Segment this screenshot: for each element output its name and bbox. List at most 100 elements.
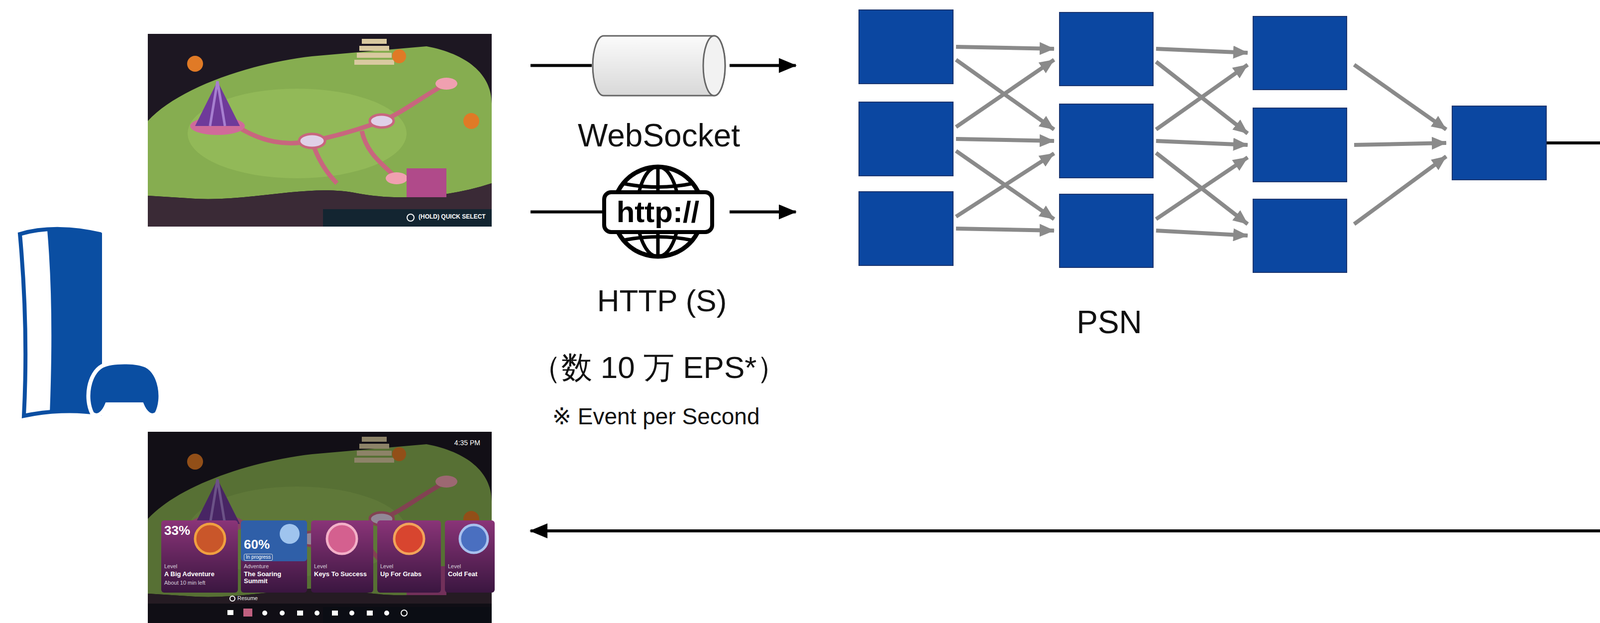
network-units <box>858 9 954 84</box>
url-text: http:// <box>616 197 700 227</box>
throughput-note: （数 10 万 EPS*） <box>530 349 788 385</box>
card-art <box>394 523 425 554</box>
cylinder-end <box>703 35 726 96</box>
network-units <box>1452 106 1547 180</box>
console-icon <box>19 228 161 416</box>
game-screenshot-menu <box>147 431 492 623</box>
controller-icon <box>88 362 161 416</box>
menu-icons <box>384 610 390 616</box>
menu-icons <box>227 609 234 615</box>
card-art <box>240 520 308 561</box>
activity-card <box>377 520 441 593</box>
activity-card <box>240 520 308 593</box>
flow-arrow <box>729 64 796 68</box>
network-units <box>858 191 954 266</box>
level-pad <box>385 172 408 185</box>
menu-icons <box>366 610 373 616</box>
menu-icons <box>227 608 408 617</box>
footnote: ※ Event per Second <box>551 403 760 430</box>
hint-strip <box>322 209 492 227</box>
network-units <box>858 9 1547 273</box>
flow-arrow <box>530 142 1600 531</box>
protocol-label: WebSocket <box>577 117 741 155</box>
menu-bar <box>147 603 492 623</box>
network-links <box>956 59 1055 127</box>
card-title: A Big Adventure <box>164 570 236 578</box>
level-pad <box>435 77 458 90</box>
tent <box>195 81 240 126</box>
network-links <box>1156 157 1248 219</box>
websocket-queue: WebSocket <box>591 33 727 98</box>
card-title: Up For Grabs <box>380 570 439 578</box>
network-links <box>1354 142 1447 145</box>
network-links <box>1354 64 1447 130</box>
card-category: Level <box>314 562 327 570</box>
card-art <box>326 523 357 554</box>
card-art <box>459 524 488 553</box>
screenshot-panel: (HOLD) QUICK SELECT <box>147 33 492 227</box>
tent-stripe <box>210 81 225 126</box>
activity-card <box>311 520 374 593</box>
activity-card <box>444 520 495 593</box>
game-scene <box>147 431 492 623</box>
menu-icons <box>243 608 253 617</box>
console-icon <box>0 218 170 424</box>
scene-ground <box>147 33 492 227</box>
button-icon <box>407 213 415 221</box>
card-art <box>279 523 300 544</box>
http-globe: http://HTTP (S) <box>602 163 715 261</box>
network-links <box>956 138 1055 141</box>
network-illustration <box>858 9 1547 273</box>
network-units <box>1253 16 1347 90</box>
protocol-label: HTTP (S) <box>597 282 728 319</box>
network-links <box>1156 230 1248 236</box>
network-units <box>1059 104 1154 178</box>
queue-cylinder <box>591 33 727 98</box>
grass-platform <box>147 46 492 200</box>
network-links <box>1156 48 1248 53</box>
card-title: The Soaring Summit <box>243 570 306 585</box>
status-tag: In progress <box>243 553 273 561</box>
menu-icons <box>314 610 320 616</box>
menu-icons <box>297 610 304 616</box>
psn-network: PSN <box>858 9 1547 273</box>
menu-icons <box>279 610 285 616</box>
stairs <box>354 38 395 65</box>
level-path <box>232 83 447 143</box>
stairs <box>361 38 387 44</box>
button-hint: (HOLD) QUICK SELECT <box>418 213 486 221</box>
screenshot-panel: 4:35 PM33%LevelA Big AdventureAbout 10 m… <box>147 431 492 623</box>
clock-text: 4:35 PM <box>454 438 481 447</box>
network-units <box>1059 12 1154 86</box>
stairs <box>359 45 390 51</box>
menu-icons <box>331 610 338 616</box>
card-title: Keys To Success <box>314 570 372 578</box>
activity-card <box>161 520 238 593</box>
network-units <box>1253 107 1347 182</box>
network-links <box>1156 140 1248 145</box>
stairs <box>356 52 392 58</box>
game-screenshot <box>147 33 492 227</box>
flow-arrow <box>530 210 603 214</box>
cylinder-body <box>592 35 726 96</box>
menu-icons <box>262 610 268 616</box>
flow-arrow <box>530 64 592 68</box>
network-units <box>858 102 954 176</box>
card-art <box>195 523 225 554</box>
network-links <box>956 153 1055 217</box>
flow-arrow <box>729 210 796 214</box>
network-units <box>1253 199 1347 273</box>
card-category: Adventure <box>243 562 269 570</box>
level-pad <box>369 114 394 128</box>
network-links <box>956 150 1055 219</box>
menu-icons <box>349 610 355 616</box>
network-links <box>1156 152 1248 224</box>
network-links <box>956 59 1055 130</box>
network-links <box>1156 61 1248 134</box>
network-units <box>1059 194 1154 268</box>
progress-percent: 33% <box>164 523 191 538</box>
network-links <box>956 46 1447 236</box>
network-label: PSN <box>1076 304 1143 341</box>
dim-overlay <box>147 431 492 623</box>
